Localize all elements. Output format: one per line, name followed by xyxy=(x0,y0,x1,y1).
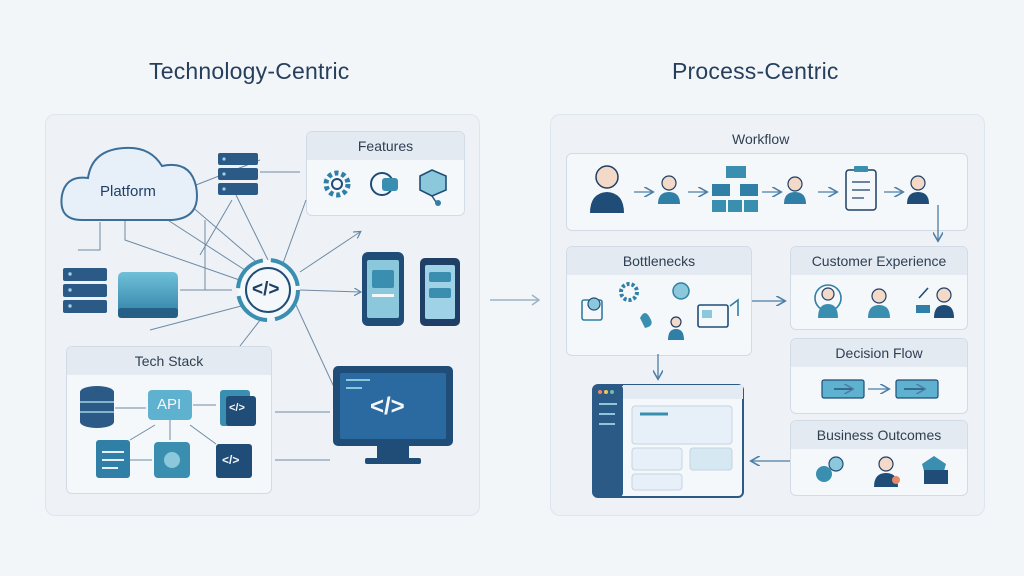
process-centric-title: Process-Centric xyxy=(672,58,839,84)
workflow-person-icon xyxy=(658,175,680,204)
database-icon xyxy=(80,386,114,428)
workflow-manager-icon xyxy=(590,165,624,213)
features-label: Features xyxy=(307,132,464,160)
code-hub-icon xyxy=(236,258,300,322)
tech-stack-label: Tech Stack xyxy=(67,347,271,375)
decision-flow-icons xyxy=(821,379,939,399)
storage-device-icon xyxy=(118,272,178,318)
decision-flow-box: Decision Flow xyxy=(790,338,968,414)
workflow-worker-icon xyxy=(784,176,806,204)
transition-arrow xyxy=(490,294,541,306)
desktop-monitor-icon xyxy=(333,366,453,464)
dashboard-window xyxy=(592,384,744,498)
bottleneck-icons xyxy=(581,282,739,340)
cube-network-icon xyxy=(419,169,447,206)
clipboard-icon xyxy=(845,166,877,211)
code-hub-glyph: </> xyxy=(252,279,280,300)
code-file-glyph-2: </> xyxy=(222,453,240,467)
workflow-label: Workflow xyxy=(732,131,790,147)
database-server-icon xyxy=(63,268,107,313)
decision-flow-label: Decision Flow xyxy=(791,339,967,367)
code-file-icon xyxy=(220,390,256,426)
org-chart-icon xyxy=(712,166,758,212)
data-file-icon xyxy=(154,442,190,478)
customer-experience-icons xyxy=(814,284,954,318)
code-file-glyph: </> xyxy=(229,402,245,414)
toggle-feature-icon xyxy=(370,172,398,196)
server-icon xyxy=(218,153,258,195)
customer-experience-label: Customer Experience xyxy=(791,247,967,275)
monitor-code-glyph: </> xyxy=(370,393,405,420)
workflow-end-person-icon xyxy=(907,175,929,204)
platform-label: Platform xyxy=(100,183,156,200)
connector-lines xyxy=(78,159,360,461)
api-label: API xyxy=(157,396,182,413)
technology-centric-title: Technology-Centric xyxy=(149,58,350,84)
platform-cloud-icon xyxy=(60,146,198,221)
code-file-icon-2 xyxy=(216,444,252,478)
bottlenecks-label: Bottlenecks xyxy=(567,247,751,275)
api-icon xyxy=(148,390,192,420)
mobile-phone-icon xyxy=(362,252,404,326)
business-outcomes-icons xyxy=(816,456,948,487)
document-icon xyxy=(96,440,130,478)
tablet-icon xyxy=(420,258,460,326)
business-outcomes-label: Business Outcomes xyxy=(791,421,967,449)
gear-icon xyxy=(323,170,351,198)
